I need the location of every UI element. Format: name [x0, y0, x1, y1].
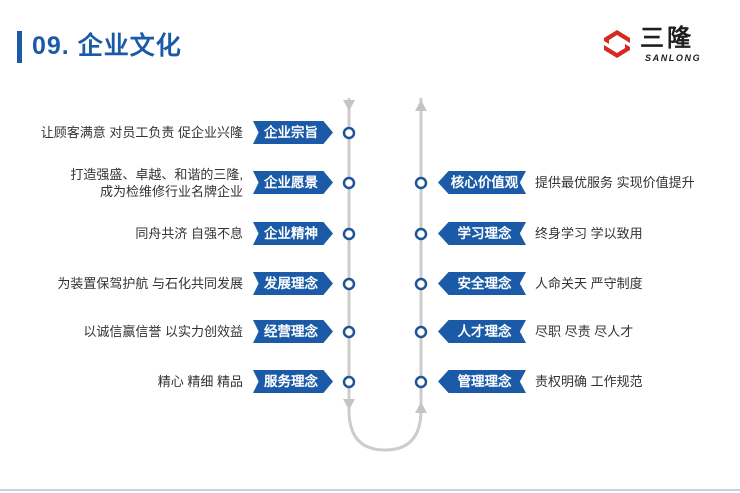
timeline-node	[342, 176, 356, 190]
vision-text-line-2: 成为检维修行业名牌企业	[99, 184, 243, 199]
timeline-node	[342, 227, 356, 241]
timeline-node	[414, 325, 428, 339]
logo-text-cn: 三隆	[640, 25, 694, 52]
safety-text: 人命关天 严守制度	[535, 276, 643, 291]
company-logo: 三隆 SANLONG	[600, 24, 712, 66]
title-accent-bar	[17, 31, 22, 63]
logo-text-en: SANLONG	[645, 53, 702, 63]
learning-text: 终身学习 学以致用	[535, 226, 643, 241]
down-arrow-icon	[343, 100, 355, 111]
timeline-node	[342, 126, 356, 140]
mission-text: 让顾客满意 对员工负责 促企业兴隆	[40, 125, 243, 140]
timeline-u-line	[347, 98, 423, 452]
timeline-node	[414, 227, 428, 241]
sanlong-emblem-icon	[604, 30, 630, 58]
down-arrow-icon	[343, 399, 355, 410]
core-values-text: 提供最优服务 实现价值提升	[535, 175, 695, 190]
timeline-node	[342, 375, 356, 389]
timeline-node	[414, 176, 428, 190]
service-label: 服务理念	[253, 370, 333, 393]
timeline-node	[414, 277, 428, 291]
talent-label: 人才理念	[438, 320, 526, 343]
vision-text-line-1: 打造强盛、卓越、和谐的三隆,	[70, 167, 243, 182]
spirit-text: 同舟共济 自强不息	[135, 226, 243, 241]
talent-text: 尽职 尽责 尽人才	[535, 324, 634, 339]
footer-divider	[0, 489, 740, 491]
management-text: 责权明确 工作规范	[535, 374, 643, 389]
service-text: 精心 精细 精品	[157, 374, 243, 389]
learning-label: 学习理念	[438, 222, 526, 245]
vision-label: 企业愿景	[253, 171, 333, 194]
operation-text: 以诚信赢信誉 以实力创效益	[83, 324, 243, 339]
page-title: 09. 企业文化	[32, 32, 182, 60]
up-arrow-icon	[415, 402, 427, 413]
development-label: 发展理念	[253, 272, 333, 295]
core-values-label: 核心价值观	[438, 171, 526, 194]
timeline-node	[342, 277, 356, 291]
mission-label: 企业宗旨	[253, 121, 333, 144]
timeline-node	[414, 375, 428, 389]
timeline-node	[342, 325, 356, 339]
management-label: 管理理念	[438, 370, 526, 393]
spirit-label: 企业精神	[253, 222, 333, 245]
safety-label: 安全理念	[438, 272, 526, 295]
up-arrow-icon	[415, 100, 427, 111]
vision-text: 打造强盛、卓越、和谐的三隆, 成为检维修行业名牌企业	[0, 166, 243, 200]
operation-label: 经营理念	[253, 320, 333, 343]
development-text: 为装置保驾护航 与石化共同发展	[57, 276, 243, 291]
